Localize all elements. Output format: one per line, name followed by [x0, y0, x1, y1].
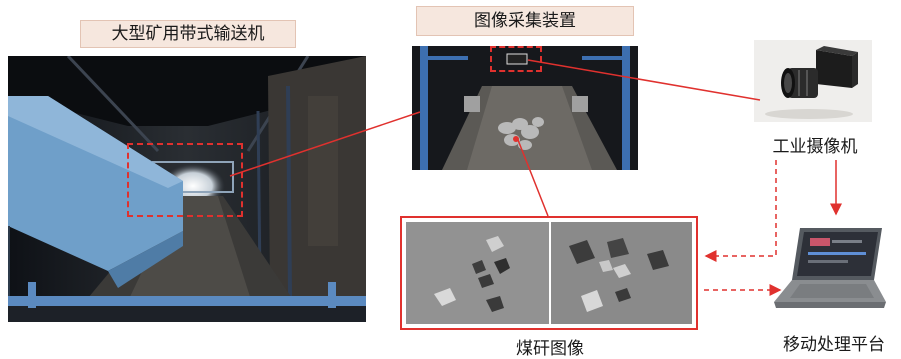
coal-gangue-images-frame	[400, 216, 698, 330]
platform-caption: 移动处理平台	[783, 335, 885, 355]
laptop-photo	[770, 222, 886, 316]
industrial-camera-photo	[754, 40, 872, 122]
acquisition-photo	[412, 46, 638, 170]
conveyor-label: 大型矿用带式输送机	[80, 20, 296, 48]
acquisition-label: 图像采集装置	[416, 6, 634, 36]
camera-mount-highlight-box	[490, 46, 542, 72]
coal-gangue-image-right	[551, 222, 692, 324]
conveyor-photo	[8, 56, 366, 322]
conveyor-highlight-box	[127, 143, 243, 217]
coal-gangue-image-left	[406, 222, 549, 324]
camera-caption: 工业摄像机	[772, 137, 858, 157]
images-caption: 煤矸图像	[516, 339, 584, 359]
